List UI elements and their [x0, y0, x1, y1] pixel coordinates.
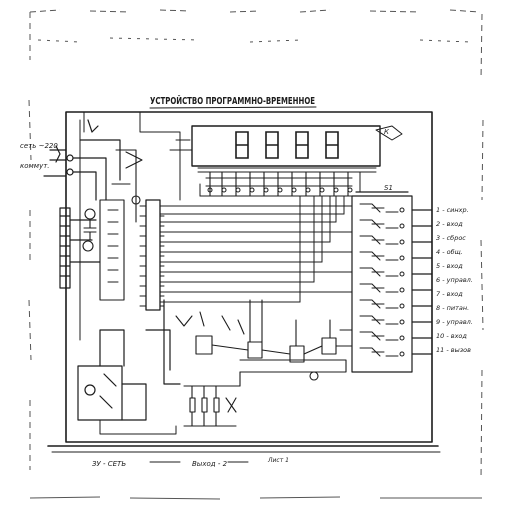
sheet-label: Лист 1	[267, 457, 289, 464]
connector-pin	[249, 187, 255, 193]
relay-contact	[359, 331, 405, 341]
connector-pin	[291, 187, 297, 193]
right-terminal-label: 11 - вызов	[436, 346, 471, 354]
right-terminal-label: 7 - вход	[436, 290, 463, 298]
right-terminal-label: 3 - сброс	[436, 234, 466, 242]
right-terminal-label: 10 - вход	[436, 332, 467, 340]
connector-pin	[333, 187, 339, 193]
right-terminal-label: 6 - управл.	[436, 276, 473, 284]
connector-pin	[305, 187, 311, 193]
connector-pin	[347, 187, 353, 193]
connector-pins	[207, 187, 353, 193]
left-label-switch: коммут.	[20, 162, 50, 170]
interconnect-wiring	[79, 111, 361, 435]
left-connector-strip	[59, 207, 101, 289]
relay-contact	[359, 251, 405, 261]
logic-stages	[175, 299, 353, 381]
display-digit: 8	[235, 131, 249, 159]
left-input-section	[43, 119, 121, 201]
relay-board	[351, 191, 433, 373]
resistor-ladder	[183, 371, 241, 427]
bottom-label-output: Выход - 2	[192, 460, 228, 468]
relay-contact	[359, 219, 405, 229]
relay-contact	[359, 267, 405, 277]
drawing-title: УСТРОЙСТВО ПРОГРАММНО-ВРЕМЕННОЕ	[150, 94, 315, 107]
right-terminal-label: 8 - питан.	[436, 304, 469, 312]
relay-board-label: S1	[384, 184, 393, 192]
display-bus	[199, 171, 361, 197]
right-terminal-label: 4 - общ.	[436, 248, 463, 256]
svg-text:К: К	[384, 128, 390, 136]
connector-pin	[221, 187, 227, 193]
left-label-network: сеть ~220	[20, 142, 58, 150]
relay-contact	[359, 315, 405, 325]
sheet-frame	[28, 9, 484, 500]
relay-contact	[359, 299, 405, 309]
relay-contact	[359, 347, 405, 357]
relay-contact	[359, 203, 405, 213]
connector-pin	[277, 187, 283, 193]
right-terminal-label: 5 - вход	[436, 262, 463, 270]
main-ic	[139, 199, 165, 311]
right-terminal-label: 9 - управл.	[436, 318, 473, 326]
display-digit: 8	[265, 131, 279, 159]
connector-pin	[319, 187, 325, 193]
display-digit: 8	[295, 131, 309, 159]
relay-contact	[359, 235, 405, 245]
connector-pin	[207, 187, 213, 193]
right-terminal-label: 1 - синхр.	[436, 206, 469, 214]
right-terminal-label: 2 - вход	[436, 220, 463, 228]
main-enclosure	[65, 111, 433, 443]
bottom-label-charger: ЗУ - СЕТЬ	[92, 460, 126, 468]
power-supply-section	[82, 149, 143, 301]
right-terminal-labels: 1 - синхр. 2 - вход 3 - сброс 4 - общ. 5 - в…	[436, 206, 473, 354]
display-digit: 8	[325, 131, 339, 159]
connector-pin	[235, 187, 241, 193]
connector-pin	[263, 187, 269, 193]
relay-contact	[359, 283, 405, 293]
lower-left-block	[77, 299, 181, 421]
signal-bus	[159, 195, 353, 303]
